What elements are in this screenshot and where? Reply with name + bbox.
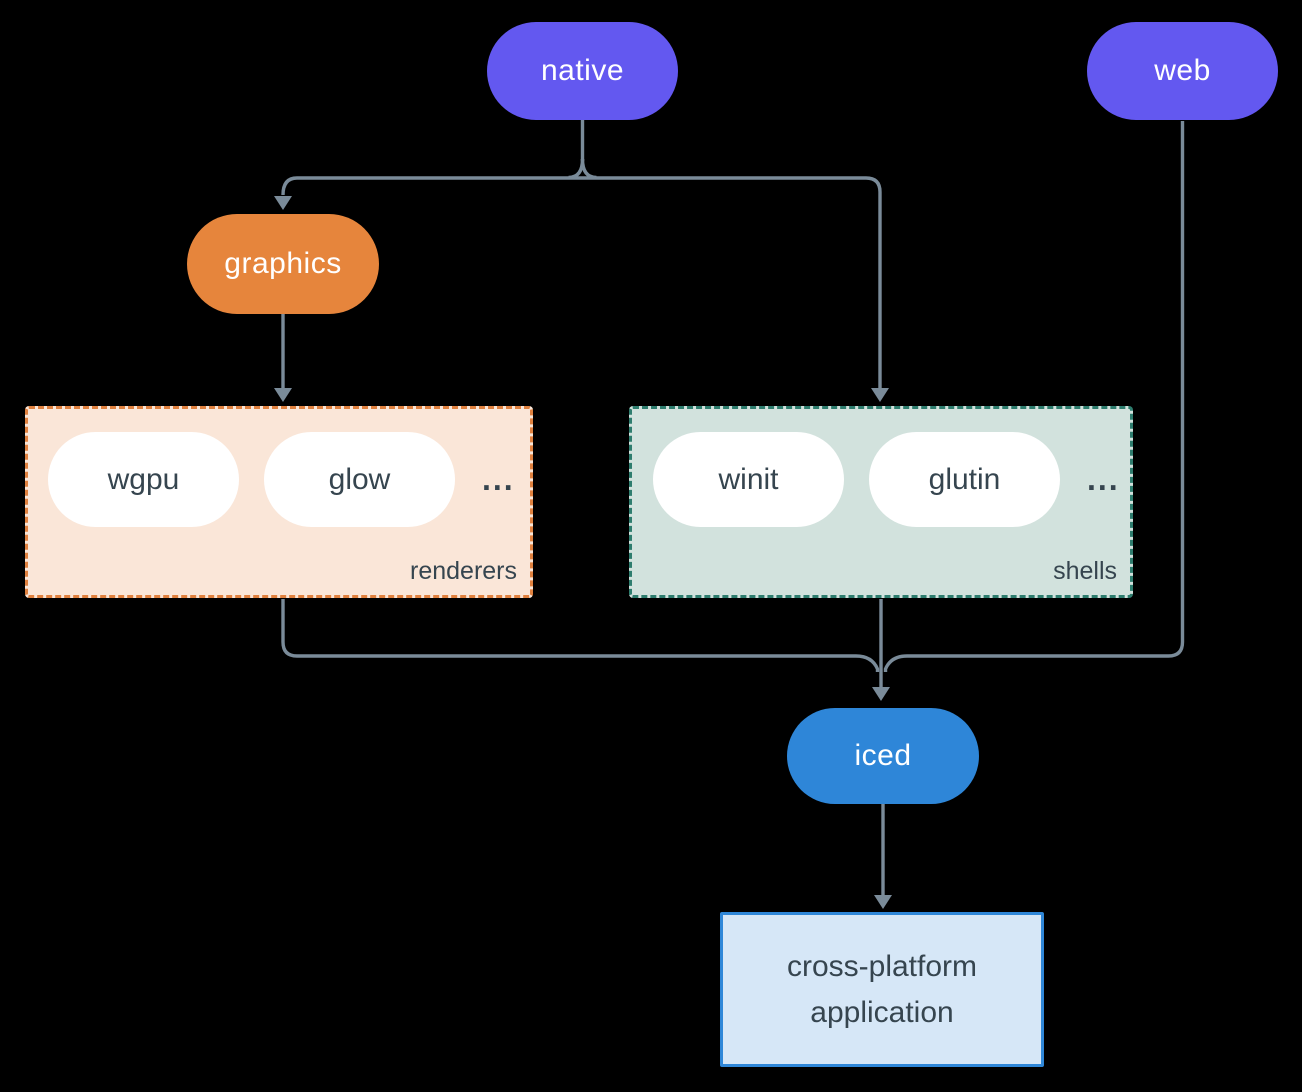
node-iced: iced <box>787 708 979 804</box>
node-wgpu: wgpu <box>48 432 239 527</box>
edge-native-fork-left <box>568 158 585 180</box>
node-graphics-label: graphics <box>224 247 342 280</box>
group-shells-label: shells <box>1053 557 1117 585</box>
renderers-ellipsis: ... <box>482 461 515 497</box>
node-iced-label: iced <box>854 739 912 772</box>
shells-ellipsis: ... <box>1087 461 1120 497</box>
group-shells: winit glutin ... shells <box>629 406 1133 598</box>
application-label-line2: application <box>810 995 954 1029</box>
arrowhead-application <box>874 895 892 909</box>
arrowhead-renderers <box>274 388 292 402</box>
node-native-label: native <box>540 54 625 87</box>
node-wgpu-label: wgpu <box>107 462 180 496</box>
edge-native-fork-right <box>580 158 597 180</box>
group-renderers: wgpu glow ... renderers <box>25 406 533 598</box>
edge-web-to-iced <box>883 121 1185 672</box>
arrowhead-shells <box>871 388 889 402</box>
arrowhead-graphics <box>274 196 292 210</box>
node-glutin: glutin <box>869 432 1060 527</box>
node-native: native <box>487 22 678 120</box>
edge-native-to-graphics <box>281 176 882 388</box>
node-winit-label: winit <box>718 462 779 496</box>
node-glow-label: glow <box>328 462 391 496</box>
node-web: web <box>1087 22 1278 120</box>
group-renderers-items: wgpu glow ... <box>48 432 515 527</box>
group-shells-items: winit glutin ... <box>653 432 1120 527</box>
node-winit: winit <box>653 432 844 527</box>
edge-renderers-to-iced <box>281 599 880 672</box>
arrowhead-iced <box>872 687 890 701</box>
node-cross-platform-application: cross-platform application <box>720 912 1044 1067</box>
group-renderers-label: renderers <box>410 557 517 585</box>
node-graphics: graphics <box>187 214 379 314</box>
node-glutin-label: glutin <box>928 462 1001 496</box>
node-web-label: web <box>1154 54 1211 87</box>
node-glow: glow <box>264 432 455 527</box>
application-label-line1: cross-platform <box>786 949 978 983</box>
